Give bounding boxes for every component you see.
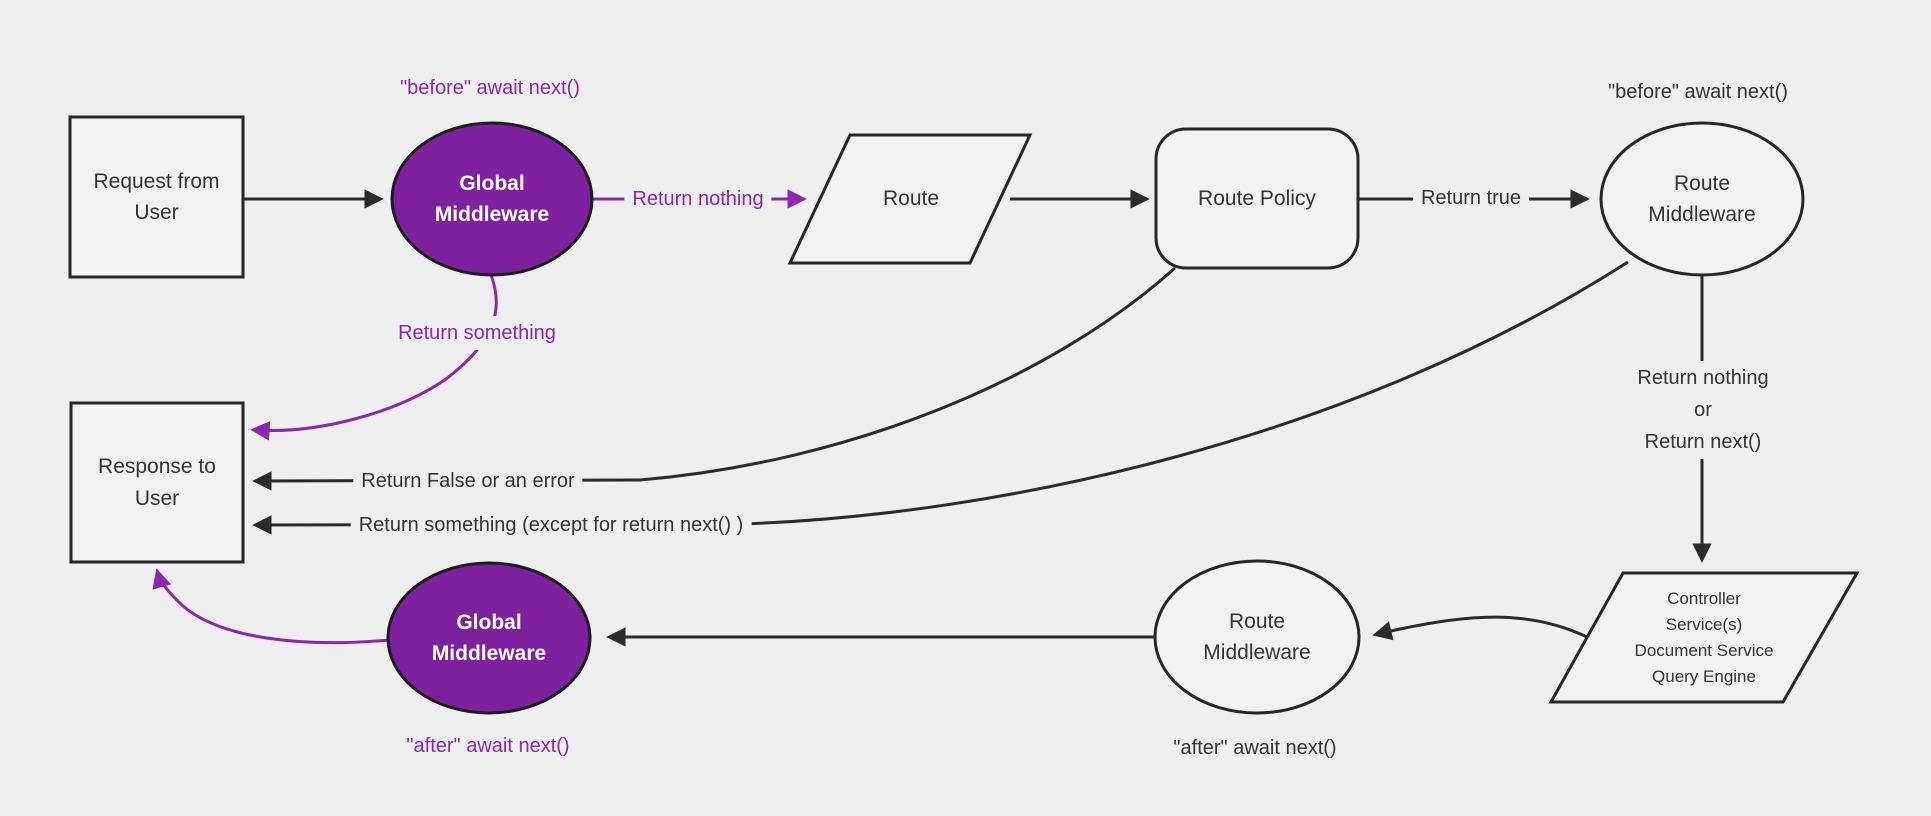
response-to-user-box bbox=[69, 401, 245, 564]
edge-controller-to-route-middleware-bottom bbox=[1372, 615, 1588, 641]
route-policy-box bbox=[1154, 127, 1360, 270]
route-middleware-ellipse-top bbox=[1599, 121, 1805, 277]
route-parallelogram bbox=[787, 133, 1033, 265]
edge-global-middleware-bottom-to-response bbox=[152, 568, 390, 645]
request-from-user-box bbox=[68, 115, 245, 279]
edge-return-something-to-response bbox=[250, 274, 498, 441]
global-middleware-ellipse-bottom bbox=[386, 561, 592, 715]
edge-return-false-to-response bbox=[252, 266, 1177, 491]
global-middleware-ellipse-top bbox=[390, 121, 594, 277]
edge-return-something-except-to-response bbox=[252, 260, 1629, 535]
controller-services-parallelogram bbox=[1548, 571, 1860, 704]
route-middleware-ellipse-bottom bbox=[1153, 559, 1361, 715]
